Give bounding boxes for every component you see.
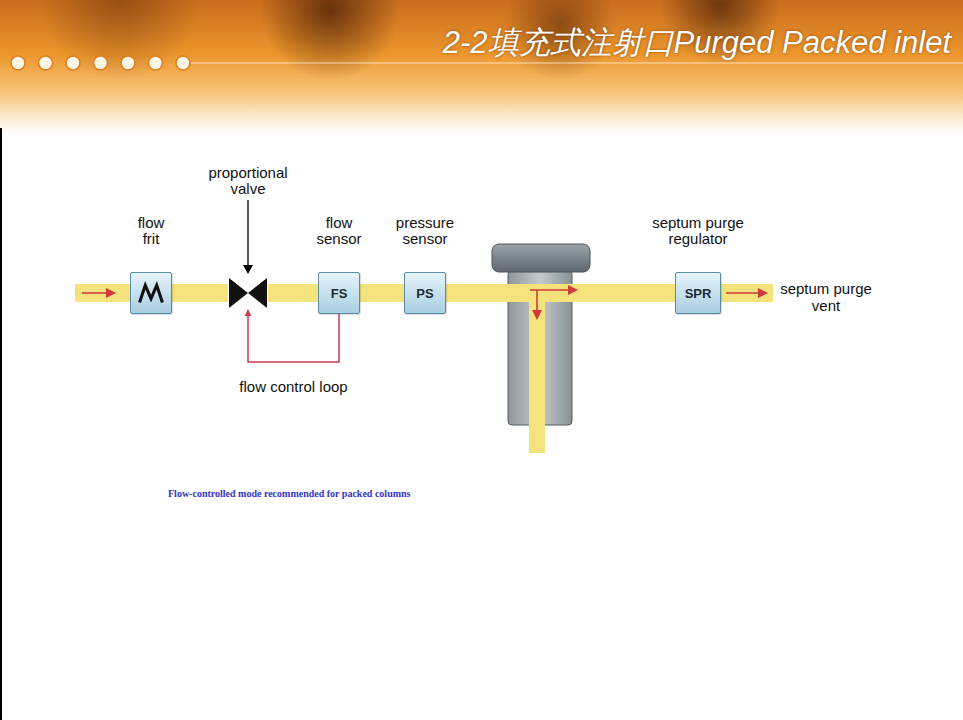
valve-symbol: proportional valve [228, 277, 268, 309]
note-text: Flow-controlled mode recommended for pac… [168, 488, 568, 499]
header-dot [11, 56, 25, 70]
gas-line [268, 284, 318, 302]
header-decoration [0, 0, 963, 135]
gas-line [360, 284, 404, 302]
header-band: 2-2填充式注射口Purged Packed inlet [0, 0, 963, 135]
flow-arrowhead [106, 288, 116, 298]
flow-arrowhead [532, 310, 542, 320]
component-box: septum purge regulatorSPR [675, 272, 721, 314]
component-label: proportional valve [200, 165, 296, 197]
frit-box: flow frit [130, 272, 172, 314]
component-box: flow sensorFS [318, 272, 360, 314]
slide-title: 2-2填充式注射口Purged Packed inlet [443, 22, 951, 64]
flow-arrow [726, 292, 760, 294]
valve-shape [228, 277, 268, 309]
header-dot [94, 56, 108, 70]
component-label: flow sensor [310, 215, 368, 247]
slide-frame [0, 128, 2, 720]
header-dot [149, 56, 163, 70]
column-channel [529, 290, 545, 453]
flow-arrow [530, 289, 570, 291]
component-label: flow frit [131, 215, 171, 247]
header-dot [39, 56, 53, 70]
vent-label: septum purge vent [776, 281, 876, 314]
header-rule [190, 63, 963, 64]
injector-cap [492, 244, 590, 272]
gas-line [75, 284, 133, 302]
flow-arrow [82, 292, 108, 294]
flow-arrowhead [758, 288, 768, 298]
header-dot [121, 56, 135, 70]
frit-symbol [131, 273, 171, 313]
component-label: septum purge regulator [648, 215, 748, 247]
header-dot [66, 56, 80, 70]
loop-label: flow control loop [239, 378, 347, 395]
valve-triangle [248, 278, 267, 308]
callout-arrowhead [243, 265, 253, 274]
flow-arrowhead [568, 285, 578, 295]
flow-arrow [536, 290, 538, 312]
component-code: SPR [685, 286, 712, 301]
component-box: pressure sensorPS [404, 272, 446, 314]
gas-line [446, 284, 675, 302]
gas-line [718, 284, 773, 302]
valve-triangle [229, 278, 248, 308]
component-label: pressure sensor [390, 215, 460, 247]
frit-zigzag [140, 285, 163, 302]
component-code: PS [416, 286, 433, 301]
component-code: FS [331, 286, 348, 301]
gas-line [172, 284, 228, 302]
control-loop [248, 310, 339, 362]
header-dot [176, 56, 190, 70]
callout-arrow [247, 200, 248, 266]
